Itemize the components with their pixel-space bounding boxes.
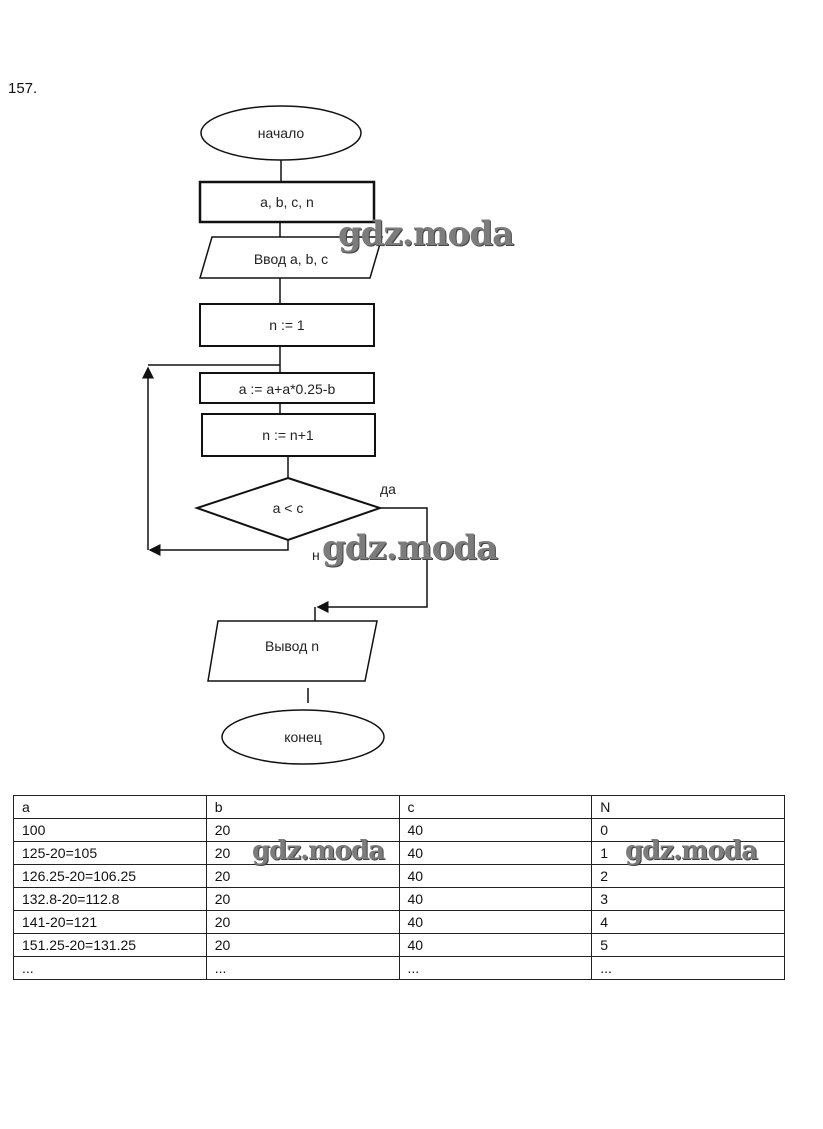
table-cell: 132.8-20=112.8	[13, 887, 207, 911]
watermark: gdz.moda	[252, 836, 385, 866]
table-cell: 0	[591, 818, 785, 842]
table-cell: 20	[205, 933, 400, 957]
table-cell: ...	[591, 956, 785, 980]
table-cell: 40	[398, 864, 593, 888]
declare-block	[198, 180, 376, 224]
table-cell: 1	[591, 841, 785, 865]
no-label: н	[312, 547, 320, 563]
task-number: 157.	[8, 80, 38, 97]
increment-label: n := n+1	[262, 427, 314, 443]
table-cell: 151.25-20=131.25	[13, 933, 207, 957]
table-cell: ...	[398, 956, 593, 980]
table-cell: 5	[591, 933, 785, 957]
condition-diamond	[193, 476, 384, 542]
table-cell: ...	[13, 956, 207, 980]
watermark: gdz.moda	[625, 836, 758, 866]
input-block	[198, 236, 384, 279]
assign-block	[199, 372, 375, 404]
table-cell: 100	[13, 818, 207, 842]
table-cell: 3	[591, 887, 785, 911]
header-cell: N	[591, 795, 785, 819]
start-label: начало	[258, 125, 305, 141]
declare-label: a, b, c, n	[260, 194, 314, 210]
yes-branch-arrow	[316, 507, 428, 613]
output-block	[207, 620, 378, 682]
init-label: n := 1	[269, 317, 305, 333]
output-label: Вывод n	[265, 638, 319, 654]
header-cell: b	[205, 795, 400, 819]
table-cell: 40	[398, 910, 593, 934]
table-cell: 40	[398, 887, 593, 911]
no-branch-arrow	[148, 540, 289, 556]
table-cell: 141-20=121	[13, 910, 207, 934]
table-cell: 40	[398, 933, 593, 957]
table-cell: 126.25-20=106.25	[13, 864, 207, 888]
table-cell: 2	[591, 864, 785, 888]
table-header-row: a b c N	[13, 795, 785, 819]
table-cell: 20	[205, 910, 400, 934]
start-terminator	[200, 105, 362, 161]
table-row: ............	[13, 956, 785, 980]
header-cell: a	[13, 795, 207, 819]
yes-label: да	[380, 481, 396, 497]
end-label: конец	[284, 729, 322, 745]
table-cell: 20	[205, 864, 400, 888]
table-cell: 125-20=105	[13, 841, 207, 865]
table-cell: 40	[398, 818, 593, 842]
table-cell: ...	[205, 956, 400, 980]
assign-label: a := a+a*0.25-b	[239, 381, 336, 397]
end-terminator	[221, 709, 385, 765]
flowchart: начало a, b, c, n Ввод a, b, c n := 1 a …	[142, 105, 428, 765]
table-cell: 20	[205, 887, 400, 911]
watermark: gdz.moda	[338, 214, 514, 254]
watermark: gdz.moda	[322, 528, 498, 568]
table-cell: 4	[591, 910, 785, 934]
input-label: Ввод a, b, c	[254, 251, 328, 267]
condition-label: a < c	[273, 500, 304, 516]
increment-block	[201, 413, 376, 457]
table-cell: 20	[205, 841, 400, 865]
table-cell: 40	[398, 841, 593, 865]
header-cell: c	[398, 795, 593, 819]
init-block	[199, 303, 375, 347]
